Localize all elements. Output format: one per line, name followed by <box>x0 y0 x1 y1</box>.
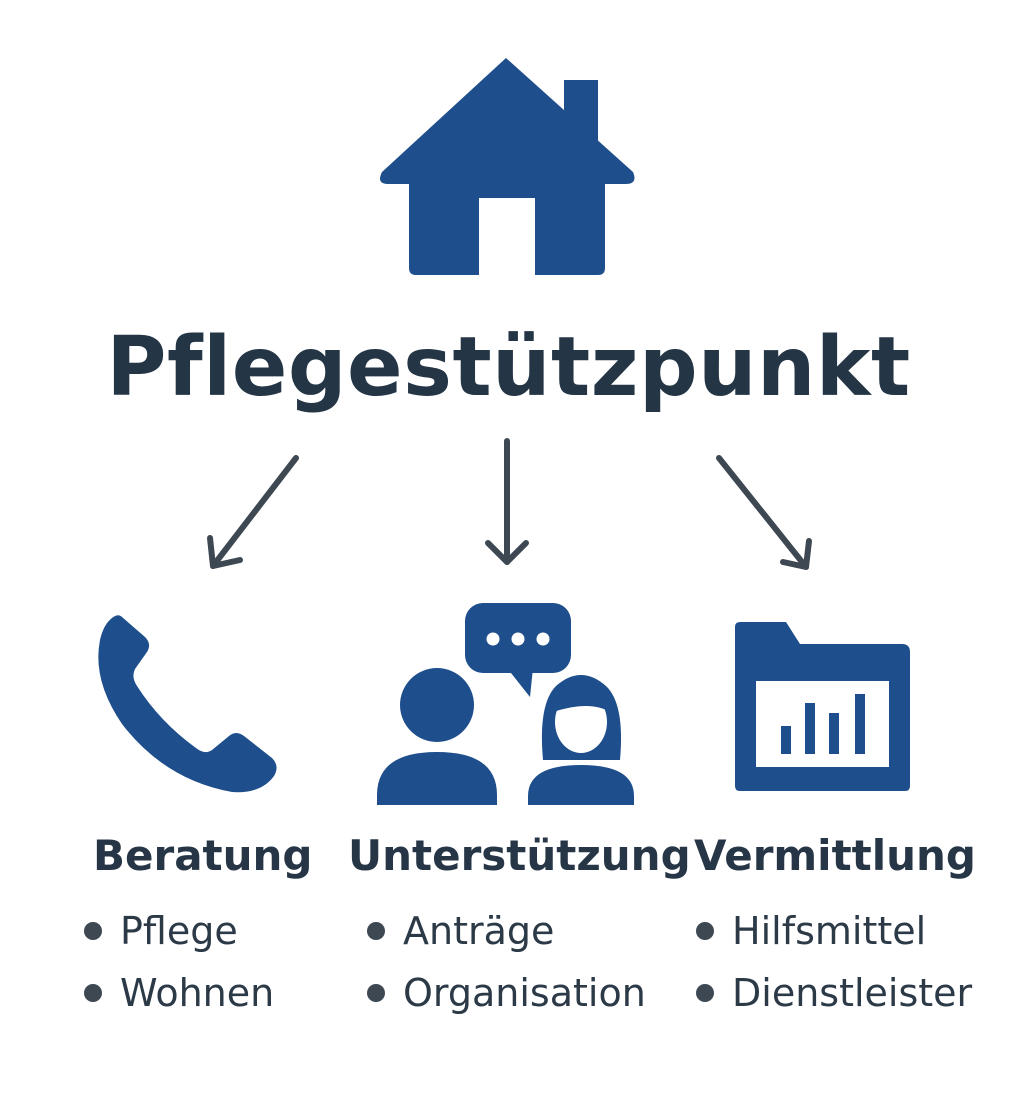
woman-icon <box>528 675 634 805</box>
bullet-icon <box>84 922 102 940</box>
page-title: Pflegestützpunkt <box>106 320 911 415</box>
branch-vermittlung: Vermittlung Hilfsmittel Dienstleister <box>694 828 1004 1038</box>
list-item: Organisation <box>365 962 685 1024</box>
branch-list: Pflege Wohnen <box>84 900 343 1024</box>
arrow-to-unterstuetzung <box>485 438 529 565</box>
list-item-label: Organisation <box>403 971 646 1015</box>
list-item: Dienstleister <box>694 962 1004 1024</box>
list-item-label: Pflege <box>120 909 238 953</box>
list-item-label: Wohnen <box>120 971 275 1015</box>
branch-heading: Vermittlung <box>694 831 976 880</box>
arrow-to-vermittlung <box>716 455 812 570</box>
list-item: Anträge <box>365 900 685 962</box>
branch-heading: Unterstützung <box>348 831 691 880</box>
bullet-icon <box>367 922 385 940</box>
list-item-label: Anträge <box>403 909 555 953</box>
phone-icon <box>98 615 277 793</box>
list-item: Wohnen <box>82 962 332 1024</box>
people-chat-icon <box>377 603 634 805</box>
branch-unterstuetzung: Unterstützung Anträge Organisation <box>348 828 691 1038</box>
list-item-label: Dienstleister <box>732 971 973 1015</box>
branch-beratung: Beratung Pflege Wohnen <box>84 828 343 1038</box>
branch-heading: Beratung <box>93 831 313 880</box>
branch-list: Hilfsmittel Dienstleister <box>694 900 1004 1024</box>
chart-folder-icon <box>735 622 910 791</box>
man-icon <box>377 668 497 805</box>
bullet-icon <box>696 984 714 1002</box>
bullet-icon <box>696 922 714 940</box>
house-body <box>380 58 635 275</box>
house-icon <box>380 58 635 275</box>
branch-list: Anträge Organisation <box>348 900 668 1024</box>
bullet-icon <box>84 984 102 1002</box>
list-item: Hilfsmittel <box>694 900 1004 962</box>
chat-bubble-icon <box>465 603 571 697</box>
list-item: Pflege <box>82 900 332 962</box>
arrow-to-beratung <box>207 455 299 569</box>
bullet-icon <box>367 984 385 1002</box>
list-item-label: Hilfsmittel <box>732 909 927 953</box>
